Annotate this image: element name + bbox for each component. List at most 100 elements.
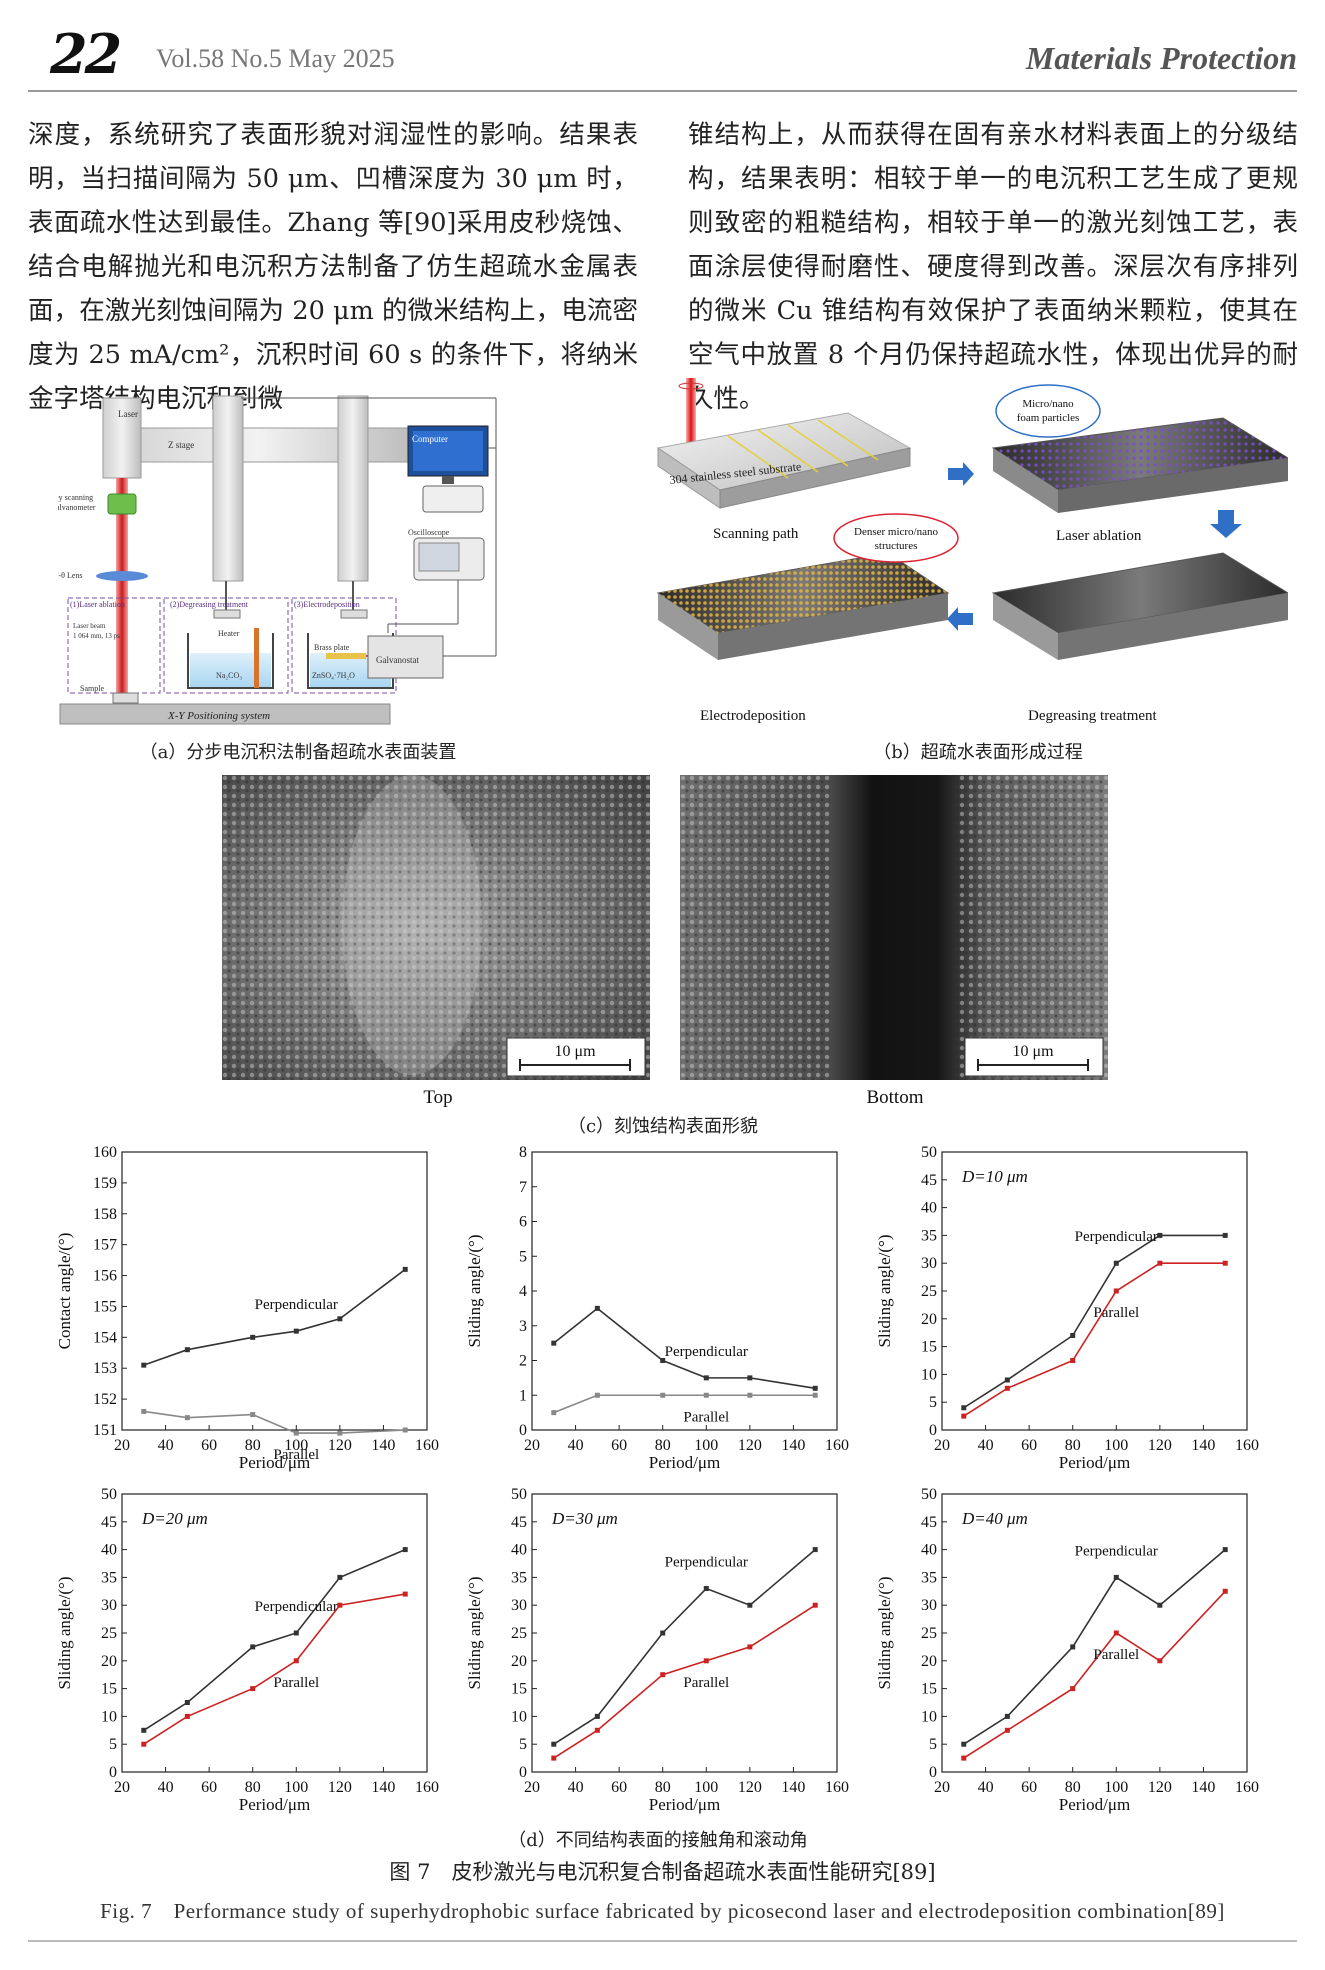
x-tick-label: 100: [1104, 1779, 1128, 1796]
y-tick-label: 50: [921, 1144, 937, 1161]
y-tick-label: 25: [101, 1625, 117, 1642]
x-tick-label: 100: [694, 1779, 718, 1796]
y-tick-label: 25: [511, 1625, 527, 1642]
data-point: [660, 1358, 666, 1363]
header-rule: [28, 90, 1297, 92]
data-point: [184, 1713, 190, 1719]
x-axis-label: Period/μm: [649, 1795, 720, 1814]
y-tick-label: 15: [511, 1681, 527, 1698]
series-line-perpendicular: [963, 1548, 1226, 1745]
y-tick-label: 0: [519, 1422, 527, 1439]
x-tick-label: 100: [284, 1779, 308, 1796]
y-tick-label: 20: [511, 1653, 527, 1670]
y-tick-label: 10: [921, 1366, 937, 1383]
data-point: [250, 1686, 256, 1692]
footer-rule: [28, 1940, 1297, 1942]
y-axis-label: Sliding angle/(°): [55, 1576, 74, 1689]
label-galvanostat: Galvanostat: [376, 655, 419, 665]
x-tick-label: 80: [655, 1437, 671, 1454]
data-point: [1222, 1588, 1228, 1594]
y-tick-label: 0: [929, 1422, 937, 1439]
x-tick-label: 100: [1104, 1437, 1128, 1454]
y-tick-label: 5: [929, 1394, 937, 1411]
y-axis-label: Sliding angle/(°): [465, 1234, 484, 1347]
ablated-block: [991, 417, 1288, 513]
y-tick-label: 20: [101, 1653, 117, 1670]
data-point: [660, 1630, 666, 1636]
x-tick-label: 20: [934, 1437, 950, 1454]
series-line-parallel: [143, 1593, 406, 1745]
y-tick-label: 158: [93, 1206, 117, 1223]
data-point: [1070, 1332, 1076, 1338]
label-beam-2: 1 064 mm, 13 ps: [73, 632, 120, 640]
series-line-parallel: [553, 1604, 816, 1759]
x-tick-label: 20: [114, 1437, 130, 1454]
y-tick-label: 152: [93, 1391, 117, 1408]
x-tick-label: 80: [1065, 1437, 1081, 1454]
series-label: Perpendicular: [665, 1555, 748, 1571]
data-point: [141, 1741, 147, 1747]
data-point: [141, 1408, 147, 1414]
x-tick-label: 100: [694, 1437, 718, 1454]
y-tick-label: 3: [519, 1318, 527, 1335]
y-axis-label: Sliding angle/(°): [875, 1234, 894, 1347]
x-tick-label: 40: [568, 1779, 584, 1796]
degreased-block: [991, 552, 1288, 660]
y-tick-label: 5: [109, 1736, 117, 1753]
plot-frame: [941, 1493, 1248, 1773]
label-z-stage: Z stage: [168, 440, 194, 450]
x-tick-label: 160: [415, 1437, 439, 1454]
y-tick-label: 50: [921, 1486, 937, 1503]
label-step3: (3)Electrodeposition: [294, 600, 360, 609]
x-tick-label: 60: [201, 1437, 217, 1454]
data-point: [1113, 1288, 1119, 1294]
y-tick-label: 154: [93, 1329, 117, 1346]
body-text-right: 锥结构上，从而获得在固有亲水材料表面上的分级结构，结果表明：相较于单一的电沉积工…: [688, 113, 1298, 421]
plot-frame: [121, 1493, 428, 1773]
y-axis-label: Sliding angle/(°): [465, 1576, 484, 1689]
data-point: [551, 1340, 557, 1346]
y-tick-label: 35: [921, 1569, 937, 1586]
y-tick-label: 20: [921, 1653, 937, 1670]
y-tick-label: 35: [511, 1569, 527, 1586]
electrodeposited-block: [656, 552, 950, 660]
chart-annotation: D=30 μm: [551, 1509, 618, 1528]
y-tick-label: 30: [921, 1255, 937, 1272]
label-sample: Sample: [80, 684, 104, 693]
data-point: [594, 1305, 600, 1311]
scale-bar-top: 10 μm: [554, 1043, 596, 1060]
figure-title: 图 7 皮秒激光与电沉积复合制备超疏水表面性能研究[89]: [389, 1860, 936, 1884]
x-axis-label: Period/μm: [649, 1453, 720, 1472]
data-point: [1222, 1547, 1228, 1553]
y-tick-label: 5: [519, 1248, 527, 1265]
data-point: [184, 1415, 190, 1421]
series-line-perpendicular: [963, 1234, 1226, 1409]
y-tick-label: 30: [921, 1597, 937, 1614]
journal-name: Materials Protection: [1025, 40, 1297, 76]
x-tick-label: 140: [781, 1437, 805, 1454]
x-tick-label: 100: [284, 1437, 308, 1454]
data-point: [1113, 1260, 1119, 1266]
y-tick-label: 4: [519, 1283, 527, 1300]
data-point: [1157, 1658, 1163, 1664]
y-tick-label: 159: [93, 1175, 117, 1192]
paragraph: 深度，系统研究了表面形貌对润湿性的影响。结果表明，当扫描间隔为 50 μm、凹槽…: [28, 120, 638, 414]
y-tick-label: 5: [929, 1736, 937, 1753]
y-tick-label: 20: [921, 1311, 937, 1328]
data-point: [961, 1741, 967, 1747]
x-tick-label: 40: [568, 1437, 584, 1454]
data-point: [184, 1700, 190, 1705]
data-point: [1157, 1232, 1163, 1238]
data-point: [337, 1430, 343, 1436]
y-tick-label: 40: [921, 1542, 937, 1559]
sem-image-top: 10 μm: [222, 775, 650, 1080]
label-heater: Heater: [218, 629, 240, 638]
data-point: [1157, 1602, 1163, 1608]
y-tick-label: 160: [93, 1144, 117, 1161]
volume-info: Vol.58 No.5 May 2025: [156, 44, 395, 73]
data-point: [747, 1375, 753, 1381]
plot-frame: [531, 1493, 838, 1773]
y-axis-label: Sliding angle/(°): [875, 1576, 894, 1689]
label-oscilloscope: Oscilloscope: [408, 528, 450, 537]
